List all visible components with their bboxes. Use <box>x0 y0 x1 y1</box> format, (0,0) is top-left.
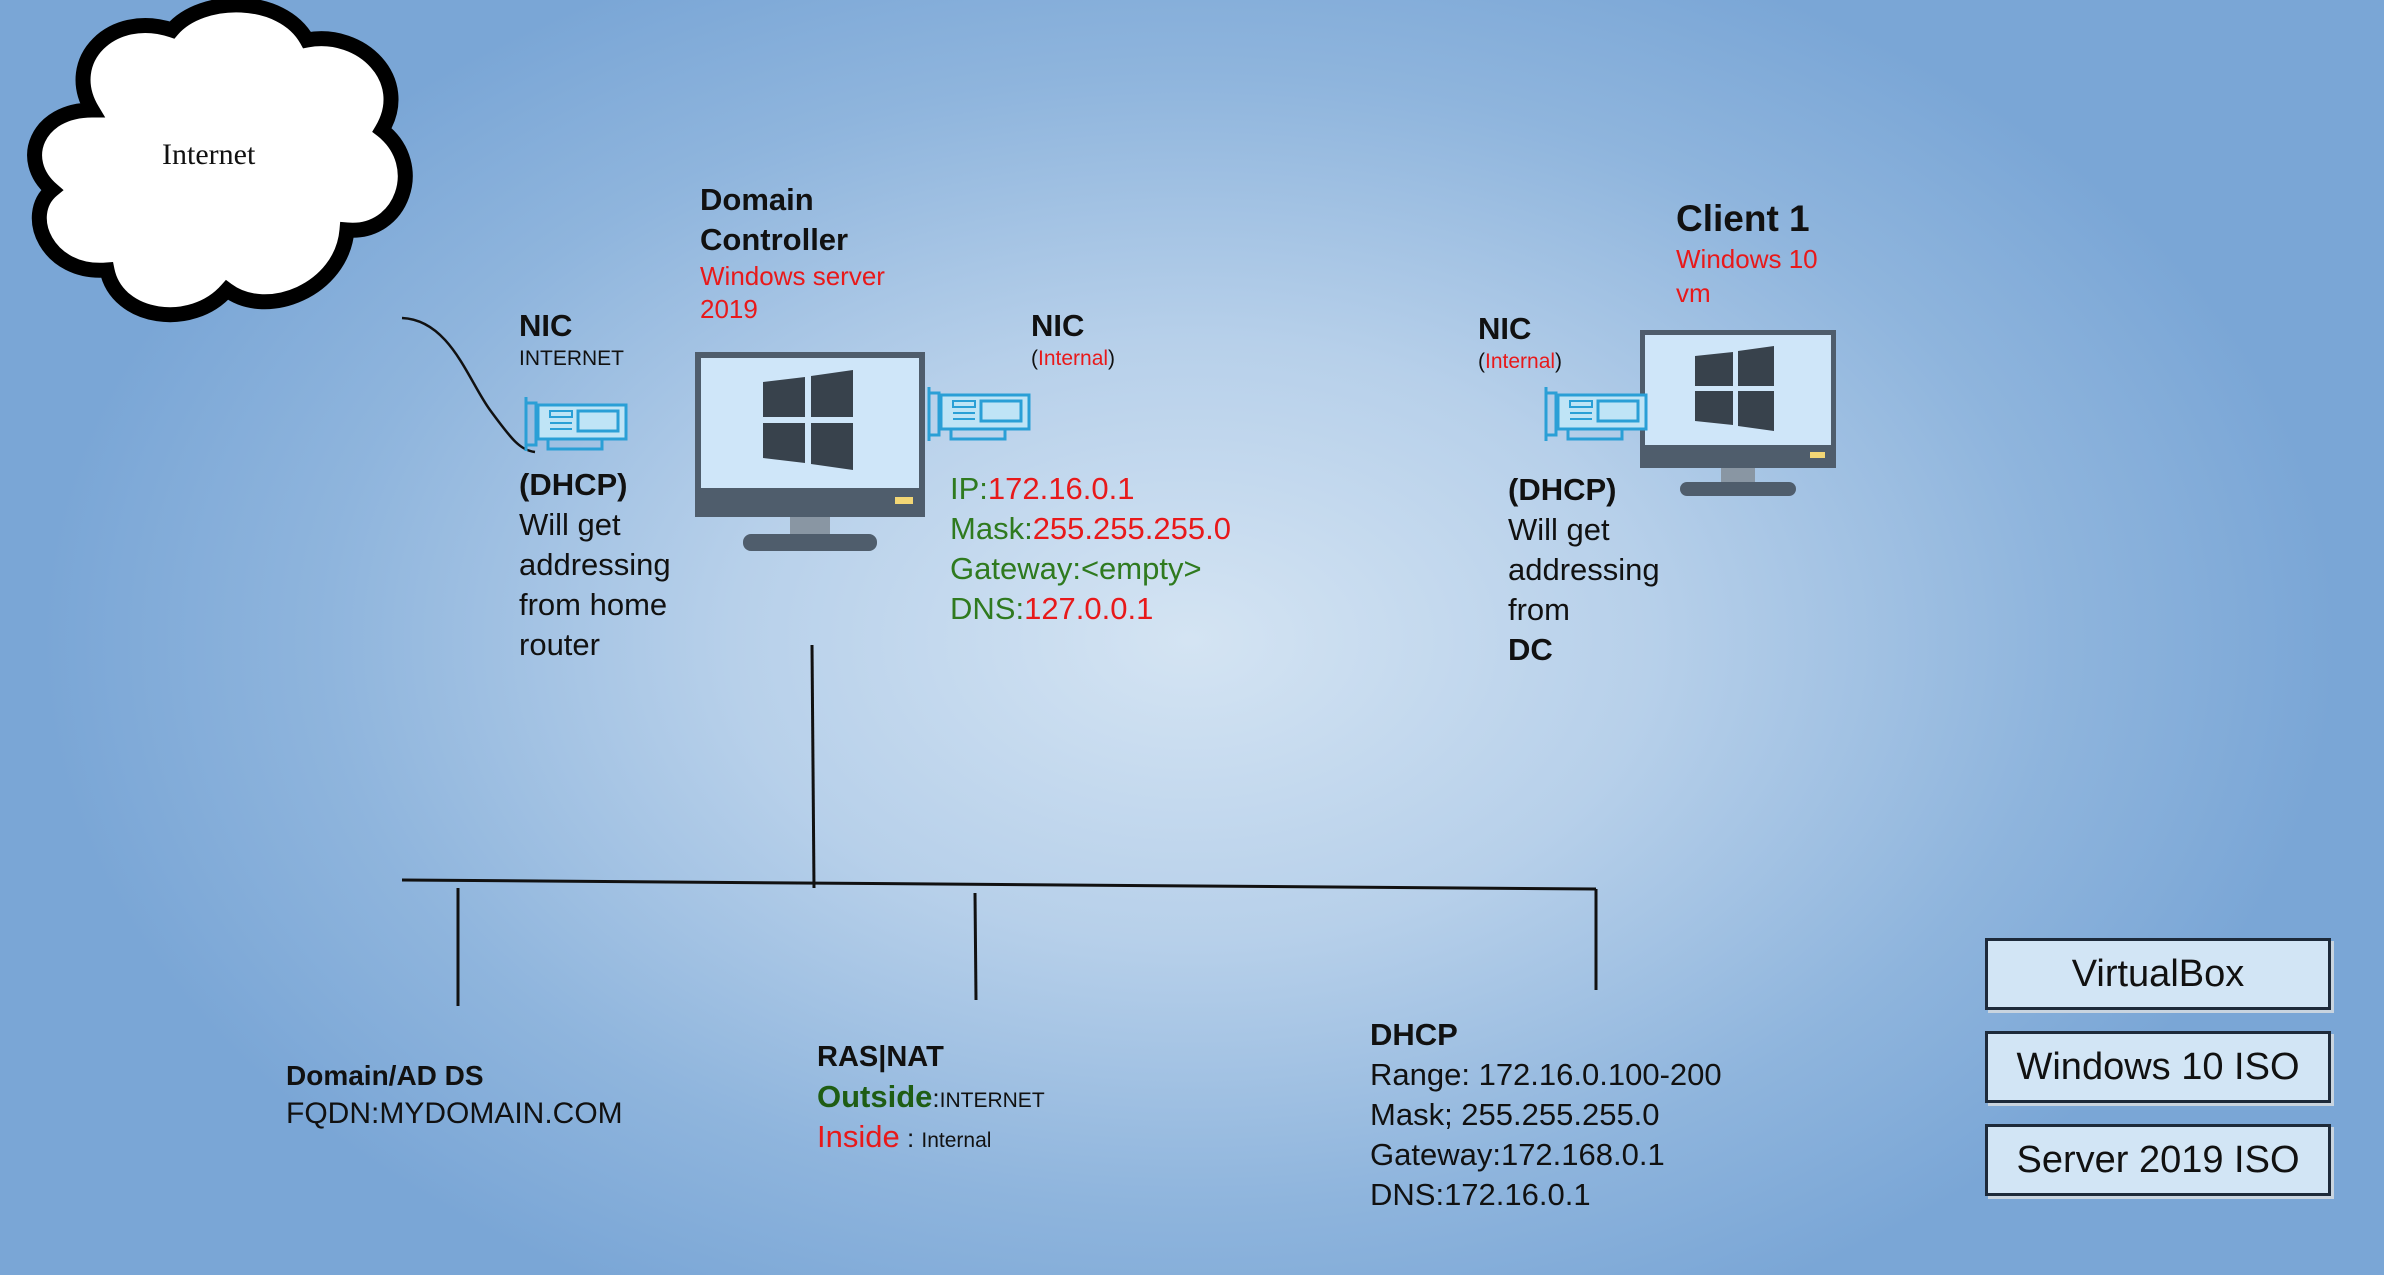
nic-card-icon <box>1544 387 1648 441</box>
nic-card-icon <box>524 397 628 451</box>
dhcp-title: DHCP <box>1370 1017 1458 1052</box>
dns-config-line: DNS:127.0.0.1 <box>950 591 1154 626</box>
rasnat-inside: Inside : Internal <box>817 1119 992 1154</box>
dhcp-line: Mask; 255.255.255.0 <box>1370 1097 1660 1132</box>
nic-internal-subtitle: (Internal) <box>1031 347 1116 370</box>
internet-link <box>401 316 536 454</box>
rasnat-drop-line <box>973 892 978 1001</box>
adds-fqdn: FQDN:MYDOMAIN.COM <box>286 1097 623 1130</box>
dhcp-line: Range: 172.16.0.100-200 <box>1370 1057 1722 1092</box>
gateway-config-line: Gateway:<empty> <box>950 551 1202 586</box>
client-dhcp-line: from <box>1508 592 1570 627</box>
client-dhcp-line: Will get <box>1508 512 1610 547</box>
cloud-label: Internet <box>162 138 256 171</box>
nic-internet-subtitle: INTERNET <box>519 347 624 370</box>
windows10-iso-box: Windows 10 ISO <box>1985 1031 2331 1103</box>
dc-title-line2: Controller <box>700 222 849 257</box>
client-title: Client 1 <box>1676 198 1810 239</box>
windows-logo-icon <box>763 370 853 470</box>
nic-internet-title: NIC <box>519 308 573 343</box>
monitor-icon <box>1640 330 1836 496</box>
adds-title: Domain/AD DS <box>286 1060 484 1091</box>
client-nic-title: NIC <box>1478 311 1532 346</box>
monitor-icon <box>695 352 925 551</box>
dhcp-line: DNS:172.16.0.1 <box>1370 1177 1591 1212</box>
rasnat-title: RAS|NAT <box>817 1041 944 1073</box>
dc-title-line1: Domain <box>700 182 814 217</box>
mask-config-line: Mask:255.255.255.0 <box>950 511 1231 546</box>
nic-internet-dhcp-title: (DHCP) <box>519 467 628 502</box>
cloud-icon <box>27 0 413 323</box>
client-nic-subtitle: (Internal) <box>1478 350 1563 373</box>
ip-config-line: IP:172.16.0.1 <box>950 471 1135 506</box>
nic-internet-dhcp-line: router <box>519 627 600 662</box>
dc-os-line2: 2019 <box>700 294 758 324</box>
server2019-iso-box: Server 2019 ISO <box>1985 1124 2331 1196</box>
dc-trunk-line <box>810 644 816 889</box>
nic-internet-dhcp-line: from home <box>519 587 668 622</box>
windows-logo-icon <box>1695 346 1774 431</box>
client-dhcp-title: (DHCP) <box>1508 472 1617 507</box>
service-bus-line <box>401 878 1597 891</box>
client-os-line2: vm <box>1676 278 1711 308</box>
dhcp-line: Gateway:172.168.0.1 <box>1370 1137 1665 1172</box>
nic-internal-title: NIC <box>1031 308 1085 343</box>
nic-internet-dhcp-line: addressing <box>519 547 671 582</box>
nic-internet-dhcp-line: Will get <box>519 507 621 542</box>
client-os-line1: Windows 10 <box>1676 244 1818 274</box>
client-dhcp-bold: DC <box>1508 632 1553 667</box>
rasnat-outside: Outside:INTERNET <box>817 1079 1045 1114</box>
dc-os-line1: Windows server <box>700 261 885 291</box>
virtualbox-box: VirtualBox <box>1985 938 2331 1010</box>
client-dhcp-line: addressing <box>1508 552 1660 587</box>
nic-card-icon <box>927 387 1031 441</box>
